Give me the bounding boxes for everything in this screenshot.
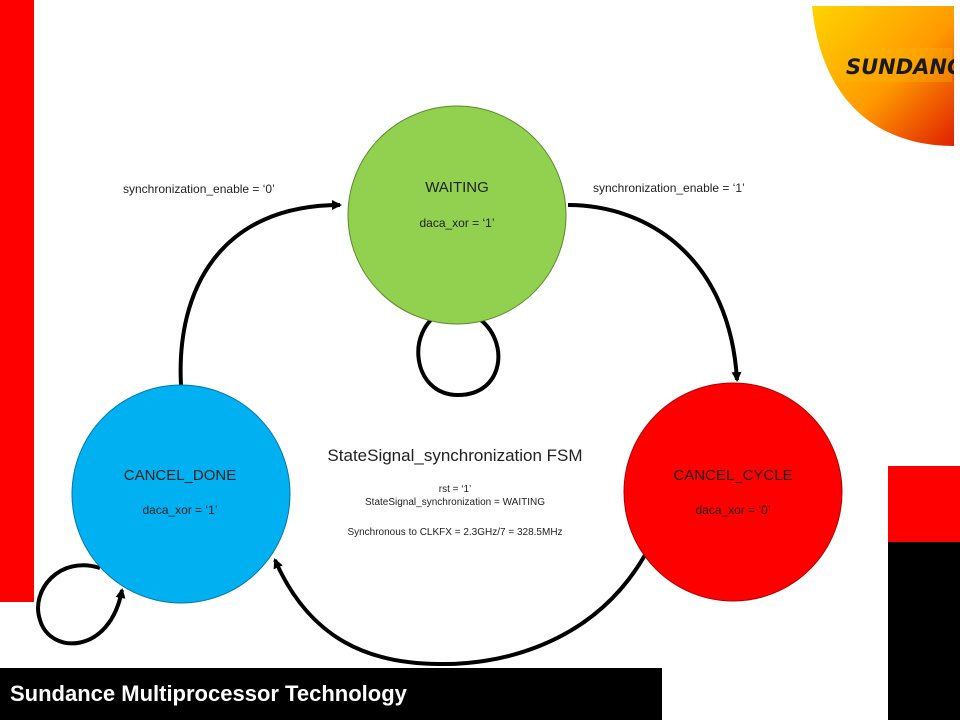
state-cancel-cycle-output: daca_xor = ‘0’ [695,503,770,517]
logo-text: SUNDANCE [846,55,954,79]
state-waiting-name: WAITING [425,179,489,196]
state-cancel-done-name: CANCEL_DONE [124,467,237,484]
state-waiting [347,105,567,325]
label-done-to-waiting: synchronization_enable = ‘0’ [123,182,275,196]
transition-cancel-done-to-waiting [178,200,342,386]
state-cancel-done [71,384,291,604]
state-cancel-cycle-name: CANCEL_CYCLE [673,467,792,484]
label-waiting-to-cycle: synchronization_enable = ‘1’ [593,181,745,195]
left-accent-bar [0,0,34,602]
self-loop-cancel-done [36,563,126,646]
reset-state: StateSignal_synchronization = WAITING [365,497,545,508]
right-black-block [888,542,960,720]
state-cancel-cycle [623,382,843,602]
right-red-block [888,466,960,542]
sundance-logo: SUNDANCE [812,6,954,146]
self-loop-waiting [416,310,501,398]
transition-waiting-to-cancel-cycle [567,203,742,382]
state-cancel-done-output: daca_xor = ‘1’ [142,503,217,517]
transition-cancel-cycle-to-cancel-done [273,553,647,667]
reset-condition: rst = ‘1’ [439,484,472,495]
clock-note: Synchronous to CLKFX = 2.3GHz/7 = 328.5M… [347,527,562,538]
state-waiting-output: daca_xor = ‘1’ [419,216,494,230]
fsm-title: StateSignal_synchronization FSM [327,446,582,465]
footer-banner: Sundance Multiprocessor Technology [0,668,662,720]
